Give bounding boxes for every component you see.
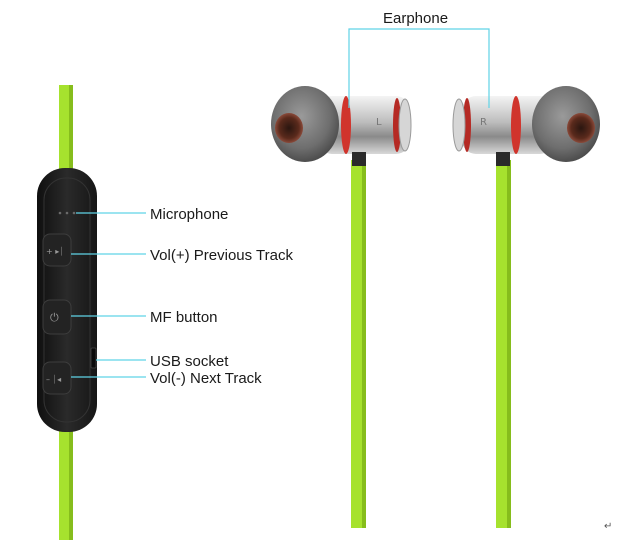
vol-plus-glyph: + ▸⏐	[46, 246, 64, 256]
earphone-label: Earphone	[383, 10, 448, 27]
vol-minus-button[interactable]: – ⏐◂	[42, 361, 72, 395]
usb-socket[interactable]	[90, 347, 97, 369]
vol-minus-label: Vol(-) Next Track	[150, 370, 262, 387]
microphone-label: Microphone	[150, 206, 228, 223]
leader-lines	[71, 28, 490, 378]
vol-minus-glyph: – ⏐◂	[46, 374, 61, 384]
vol-plus-label: Vol(+) Previous Track	[150, 247, 293, 264]
power-icon: ⏻	[50, 311, 59, 324]
earphone-leader	[348, 28, 490, 108]
mf-button-label: MF button	[150, 309, 218, 326]
right-earbud: R	[452, 86, 600, 166]
vol-plus-button[interactable]: + ▸⏐	[42, 233, 72, 267]
cable-right-earbud	[496, 160, 511, 528]
cable-left-remote	[59, 85, 73, 540]
left-marker: L	[376, 117, 382, 128]
mf-button[interactable]: ⏻	[42, 299, 72, 335]
right-marker: R	[480, 117, 487, 128]
left-earbud: L	[271, 86, 412, 166]
microphone-holes	[58, 211, 76, 215]
cable-left-earbud	[351, 160, 366, 528]
return-mark: ↵	[604, 521, 612, 532]
usb-socket-label: USB socket	[150, 353, 229, 370]
